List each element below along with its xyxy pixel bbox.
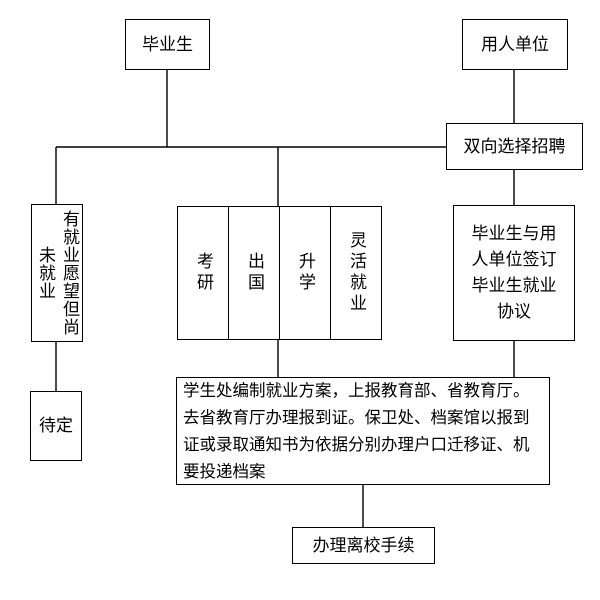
two-way-selection-label: 双向选择招聘 <box>463 136 566 157</box>
option-box-abroad: 出国 <box>228 206 280 340</box>
option-box-kaoyan: 考研 <box>177 206 229 340</box>
want-job-label: 有就业愿望但尚未就业 <box>35 210 79 336</box>
leave-school-box: 办理离校手续 <box>292 527 435 564</box>
graduate-label: 毕业生 <box>142 34 193 55</box>
leave-school-label: 办理离校手续 <box>312 535 415 556</box>
option-label-flexible-employment: 灵活就业 <box>346 231 366 315</box>
want-job-box: 有就业愿望但尚未就业 <box>31 204 83 342</box>
option-label-abroad: 出国 <box>244 252 264 294</box>
employer-label: 用人单位 <box>481 34 549 55</box>
option-box-further-study: 升学 <box>279 206 331 340</box>
employer-box: 用人单位 <box>462 19 568 70</box>
option-label-kaoyan: 考研 <box>193 252 213 294</box>
graduate-box: 毕业生 <box>125 19 210 70</box>
sign-agreement-label: 毕业生与用人单位签订毕业生就业协议 <box>471 224 557 322</box>
waiting-label: 待定 <box>39 416 73 436</box>
option-label-further-study: 升学 <box>295 252 315 294</box>
sign-agreement-box: 毕业生与用人单位签订毕业生就业协议 <box>453 205 575 341</box>
two-way-selection-box: 双向选择招聘 <box>446 123 583 170</box>
employment-plan-text: 学生处编制就业方案，上报教育部、省教育厅。去省教育厅办理报到证。保卫处、档案馆以… <box>183 381 530 481</box>
waiting-box: 待定 <box>30 391 82 461</box>
option-box-flexible-employment: 灵活就业 <box>330 206 382 340</box>
employment-plan-box: 学生处编制就业方案，上报教育部、省教育厅。去省教育厅办理报到证。保卫处、档案馆以… <box>176 377 550 485</box>
